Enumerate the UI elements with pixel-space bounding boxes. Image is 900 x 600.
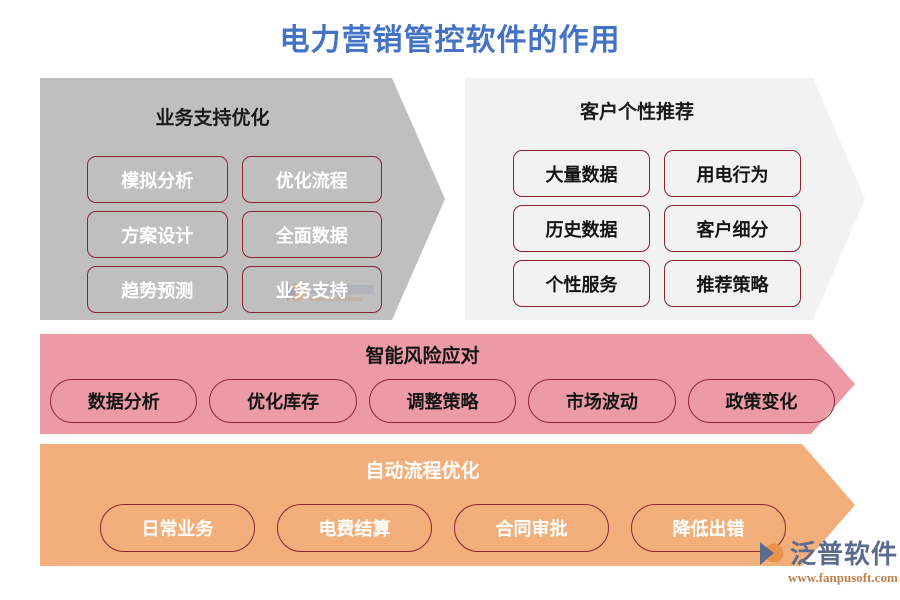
chip-auto-3[interactable]: 降低出错 [631, 504, 786, 552]
chip-business-1[interactable]: 优化流程 [241, 156, 382, 203]
chip-risk-3[interactable]: 市场波动 [528, 379, 676, 423]
brand-logo-row: 泛普软件 [757, 539, 898, 569]
panel-business-support-chip-grid: 模拟分析 优化流程 方案设计 全面数据 趋势预测 业务支持 [87, 156, 382, 313]
panel-risk-response: 智能风险应对 数据分析 优化库存 调整策略 市场波动 政策变化 [40, 334, 855, 434]
chip-risk-1[interactable]: 优化库存 [209, 379, 357, 423]
panel-business-support: 业务支持优化 模拟分析 优化流程 方案设计 全面数据 趋势预测 业务支持 [40, 78, 445, 320]
fanpu-logo-icon [760, 542, 784, 565]
panel-risk-response-chip-row: 数据分析 优化库存 调整策略 市场波动 政策变化 [50, 379, 836, 423]
chip-customer-5[interactable]: 推荐策略 [664, 260, 801, 307]
panel-process-automation: 自动流程优化 日常业务 电费结算 合同审批 降低出错 [40, 444, 855, 566]
panel-customer-recommendation-title: 客户个性推荐 [579, 102, 694, 123]
chip-customer-3[interactable]: 客户细分 [664, 205, 801, 252]
chip-customer-0[interactable]: 大量数据 [513, 150, 650, 197]
chip-auto-0[interactable]: 日常业务 [100, 504, 255, 552]
panel-process-automation-title: 自动流程优化 [365, 461, 480, 482]
chip-auto-2[interactable]: 合同审批 [454, 504, 609, 552]
chip-customer-1[interactable]: 用电行为 [664, 150, 801, 197]
chip-risk-0[interactable]: 数据分析 [50, 379, 198, 423]
panel-risk-response-title: 智能风险应对 [365, 346, 480, 367]
chip-auto-1[interactable]: 电费结算 [277, 504, 432, 552]
chip-business-3[interactable]: 全面数据 [241, 211, 382, 258]
panel-business-support-arrow-shape [40, 78, 445, 320]
chip-business-0[interactable]: 模拟分析 [87, 156, 228, 203]
brand-logo-name: 泛普软件 [790, 539, 899, 569]
panel-risk-response-arrow-shape [40, 334, 855, 434]
chip-business-2[interactable]: 方案设计 [87, 211, 228, 258]
brand-logo: 泛普软件 www.fanpusoft.com [757, 539, 898, 591]
page-title: 电力营销管控软件的作用 [279, 24, 621, 57]
chip-customer-2[interactable]: 历史数据 [513, 205, 650, 252]
chip-risk-4[interactable]: 政策变化 [687, 379, 836, 423]
brand-logo-url: www.fanpusoft.com [788, 570, 898, 585]
chip-risk-2[interactable]: 调整策略 [368, 379, 517, 423]
panel-customer-recommendation: 客户个性推荐 大量数据 用电行为 历史数据 客户细分 个性服务 推荐策略 [465, 78, 865, 320]
panel-customer-recommendation-arrow-shape [465, 78, 865, 320]
chip-business-5[interactable]: 业务支持 [241, 266, 382, 313]
chip-customer-4[interactable]: 个性服务 [513, 260, 650, 307]
panel-process-automation-chip-row: 日常业务 电费结算 合同审批 降低出错 [100, 504, 820, 552]
panel-business-support-title: 业务支持优化 [155, 108, 270, 129]
panel-customer-recommendation-chip-grid: 大量数据 用电行为 历史数据 客户细分 个性服务 推荐策略 [513, 150, 801, 307]
chip-business-4[interactable]: 趋势预测 [87, 266, 228, 313]
